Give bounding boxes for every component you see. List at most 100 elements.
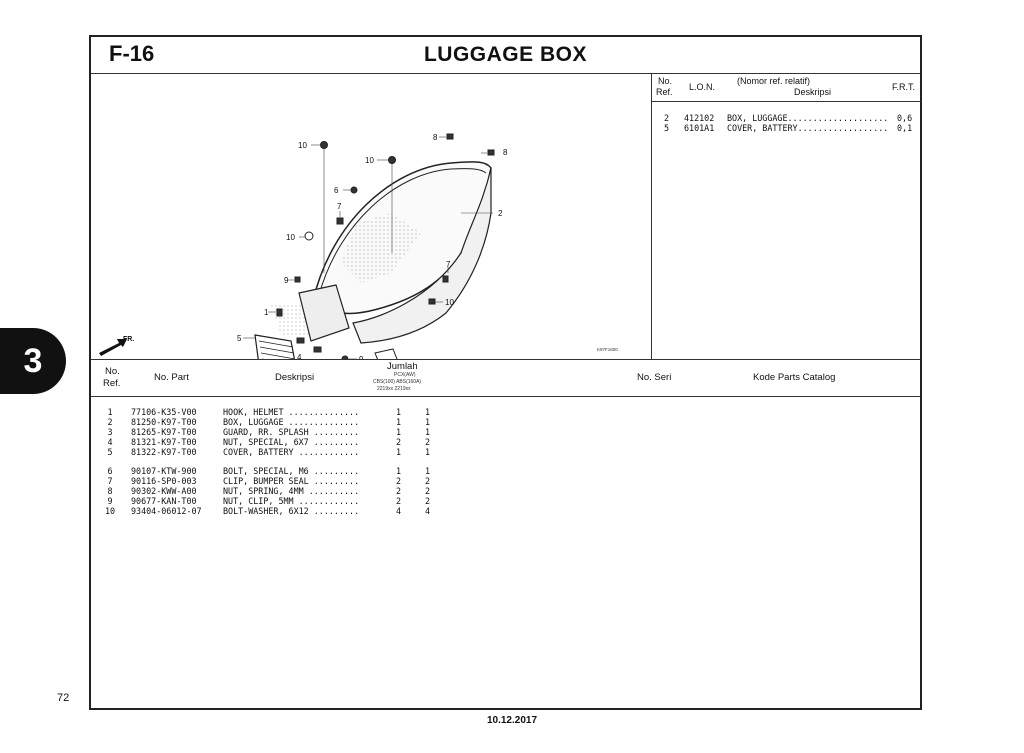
callout-label: 2 [498, 209, 503, 218]
qty-cbs-cell: 2 [396, 486, 402, 496]
qty-abs-cell: 1 [425, 447, 431, 457]
section-code: F-16 [109, 41, 155, 66]
part-number-cell: 81265-K97-T00 [131, 427, 197, 437]
callout-label: 7 [446, 260, 451, 269]
table-row: 5 81322-K97-T00 COVER, BATTERY .........… [91, 447, 920, 457]
qty-cbs-cell: 1 [396, 447, 402, 457]
description-cell: NUT, SPECIAL, 6X7 ......... [223, 437, 360, 447]
frt-cell: 0,1 [897, 123, 913, 133]
part-number-cell: 81322-K97-T00 [131, 447, 197, 457]
ref-cell: 10 [104, 506, 116, 516]
part-number-cell: 90677-KAN-T00 [131, 496, 197, 506]
hdr-deskripsi: Deskripsi [275, 372, 315, 383]
part-number-cell: 93404-06012-07 [131, 506, 202, 516]
qty-abs-cell: 2 [425, 486, 431, 496]
qty-abs-cell: 1 [425, 417, 431, 427]
description-cell: GUARD, RR. SPLASH ......... [223, 427, 360, 437]
part-number-cell: 81321-K97-T00 [131, 437, 197, 447]
qty-cbs-cell: 1 [396, 417, 402, 427]
qty-cbs-cell: 1 [396, 407, 402, 417]
table-row: 9 90677-KAN-T00 NUT, CLIP, 5MM .........… [91, 496, 920, 506]
ref-cell: 2 [107, 417, 113, 427]
hatched-area [341, 213, 421, 283]
hdr-jumlah-code: 2219xx 2219xx [377, 386, 411, 392]
callout-label: 10 [298, 141, 307, 150]
battery-cover-grille [254, 334, 296, 359]
callout-label: 7 [337, 202, 342, 211]
callout-label: 10 [286, 233, 295, 242]
row-group-gap [91, 457, 920, 466]
hdr-frt: F.R.T. [892, 82, 916, 92]
diagram-svg: 10 8 8 10 6 7 2 10 9 7 10 1 5 4 4 9 3 [99, 133, 618, 359]
ref-cell: 1 [107, 407, 113, 417]
front-direction-arrow: FR. [99, 336, 134, 356]
qty-abs-cell: 2 [425, 476, 431, 486]
ref-cell: 4 [107, 437, 113, 447]
callout-label: 6 [334, 186, 339, 195]
hdr-no-seri: No. Seri [637, 372, 672, 383]
callout-label: 1 [264, 308, 269, 317]
figure-code: K97F1600 [597, 347, 618, 352]
lon-cell: 6101A1 [684, 123, 715, 133]
callout-label: 4 [297, 353, 302, 359]
frt-reference-table: No. Ref. L.O.N. (Nomor ref. relatif) Des… [652, 73, 922, 359]
qty-abs-cell: 1 [425, 427, 431, 437]
description-cell: CLIP, BUMPER SEAL ......... [223, 476, 360, 486]
qty-abs-cell: 1 [425, 407, 431, 417]
section-tab: 3 [0, 328, 66, 394]
rear-splash-guard [374, 348, 398, 359]
qty-abs-cell: 4 [425, 506, 431, 516]
hdr-no: No. [105, 366, 120, 377]
direction-label: FR. [123, 336, 134, 343]
hdr-no-part: No. Part [154, 372, 189, 383]
table-row: 6 90107-KTW-900 BOLT, SPECIAL, M6 ......… [91, 466, 920, 476]
ref-cell: 6 [107, 466, 113, 476]
desc-cell: BOX, LUGGAGE.................... [727, 113, 889, 123]
ref-cell: 7 [107, 476, 113, 486]
callout-label: 8 [433, 133, 438, 142]
hdr-jumlah: Jumlah [387, 361, 418, 372]
ref-cell: 5 [107, 447, 113, 457]
part-number-cell: 81250-K97-T00 [131, 417, 197, 427]
qty-abs-cell: 1 [425, 466, 431, 476]
part-number-cell: 77106-K35-V00 [131, 407, 197, 417]
page-title: LUGGAGE BOX [423, 43, 587, 66]
hdr-kode-catalog: Kode Parts Catalog [753, 372, 836, 383]
hdr-ref: Ref. [103, 378, 121, 389]
part-number-cell: 90107-KTW-900 [131, 466, 197, 476]
hdr-desc-note: (Nomor ref. relatif) [737, 76, 811, 86]
front-bracket [298, 284, 350, 342]
table-row: 10 93404-06012-07 BOLT-WASHER, 6X12 ....… [91, 506, 920, 516]
part-number-cell: 90116-SP0-003 [131, 476, 197, 486]
qty-cbs-cell: 1 [396, 466, 402, 476]
lon-cell: 412102 [684, 113, 715, 123]
description-cell: NUT, CLIP, 5MM ............ [223, 496, 360, 506]
frt-cell: 0,6 [897, 113, 913, 123]
qty-abs-cell: 2 [425, 496, 431, 506]
hdr-jumlah-model: PCX(AW) [394, 372, 416, 378]
description-cell: BOX, LUGGAGE .............. [223, 417, 360, 427]
description-cell: COVER, BATTERY ............ [223, 447, 360, 457]
parts-table-body: 1 77106-K35-V00 HOOK, HELMET ...........… [91, 407, 920, 516]
table-row: 2 412102 BOX, LUGGAGE...................… [652, 113, 922, 123]
qty-abs-cell: 2 [425, 437, 431, 447]
ref-cell: 3 [107, 427, 113, 437]
hdr-ref: Ref. [656, 87, 673, 97]
ref-cell: 2 [664, 113, 670, 123]
table-row: 8 90302-KWW-A00 NUT, SPRING, 4MM .......… [91, 486, 920, 496]
luggage-box-side [352, 167, 492, 344]
qty-cbs-cell: 1 [396, 427, 402, 437]
parts-table-header: No. Ref. No. Part Deskripsi Jumlah PCX(A… [91, 359, 920, 397]
footer-date: 10.12.2017 [486, 715, 538, 726]
callout-label: 8 [503, 148, 508, 157]
page-number: 72 [57, 692, 70, 704]
description-cell: HOOK, HELMET .............. [223, 407, 360, 417]
ref-cell: 8 [107, 486, 113, 496]
leader-lines [243, 136, 493, 359]
ref-cell: 5 [664, 123, 670, 133]
ref-cell: 9 [107, 496, 113, 506]
description-cell: NUT, SPRING, 4MM .......... [223, 486, 360, 496]
callout-label: 9 [359, 355, 364, 359]
qty-cbs-cell: 2 [396, 476, 402, 486]
luggage-box-rim [318, 168, 487, 296]
